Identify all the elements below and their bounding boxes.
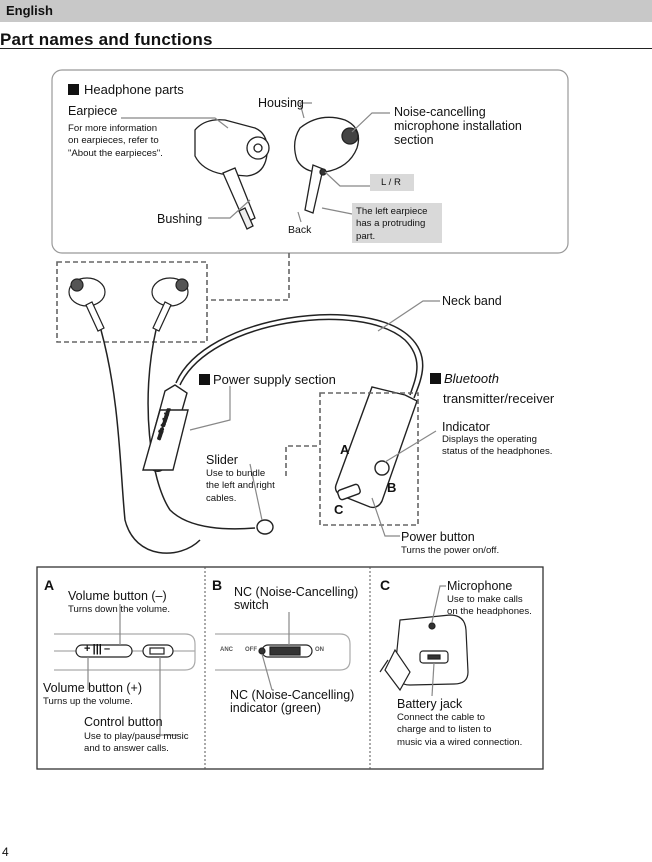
left-note-badge bbox=[352, 203, 442, 243]
callout-c: C bbox=[334, 502, 344, 517]
panel-b-device bbox=[215, 633, 351, 671]
lr-badge bbox=[370, 174, 414, 191]
earpiece-front-drawing bbox=[194, 119, 270, 230]
power-button-label: Power button bbox=[401, 530, 475, 544]
battery-jack-label: Battery jack bbox=[397, 697, 463, 711]
page-number: 4 bbox=[2, 845, 9, 859]
bushing-label: Bushing bbox=[157, 212, 203, 226]
control-button-desc: Use to play/pause music and to answer ca… bbox=[84, 731, 189, 755]
leader-lines-top bbox=[121, 102, 390, 223]
power-supply-label: Power supply section bbox=[199, 372, 336, 388]
panel-c-letter: C bbox=[380, 577, 391, 593]
back-label: Back bbox=[288, 224, 312, 236]
volume-minus-label: Volume button (–) bbox=[68, 589, 167, 603]
indicator-desc: Displays the operating status of the hea… bbox=[442, 434, 553, 458]
heading-square-icon bbox=[68, 84, 79, 95]
bluetooth-unit-drawing bbox=[334, 386, 418, 509]
headphone-parts-box bbox=[51, 69, 569, 254]
volume-plus-desc: Turns up the volume. bbox=[43, 696, 133, 707]
slider-drawing bbox=[256, 519, 274, 535]
battery-jack-desc: Connect the cable to charge and to liste… bbox=[397, 712, 523, 748]
volume-plus-label: Volume button (+) bbox=[43, 681, 143, 695]
language-bar: English bbox=[0, 0, 652, 22]
title-divider bbox=[0, 48, 652, 49]
neck-band-drawing bbox=[175, 313, 424, 399]
slider-desc: Use to bundle the left and right cables. bbox=[206, 468, 275, 504]
nc-mic-section-label: Noise-cancelling microphone installation… bbox=[394, 105, 522, 147]
panel-c-leaders bbox=[431, 585, 446, 697]
nc-indicator-label: NC (Noise-Cancelling) indicator (green) bbox=[230, 688, 355, 716]
earbuds-drawing bbox=[68, 277, 189, 332]
panel-a-leaders bbox=[87, 604, 178, 736]
callout-a: A bbox=[340, 442, 350, 457]
bluetooth-heading: Bluetooth bbox=[430, 371, 499, 387]
bluetooth-subheading: transmitter/receiver bbox=[443, 391, 555, 406]
dashed-connector bbox=[207, 253, 290, 301]
on-label: ON bbox=[315, 647, 324, 653]
indicator-label: Indicator bbox=[442, 420, 490, 434]
microphone-label: Microphone bbox=[447, 579, 513, 593]
panel-b-letter: B bbox=[212, 577, 223, 593]
left-earpiece-note: The left earpiece has a protruding part. bbox=[356, 206, 428, 242]
microphone-desc: Use to make calls on the headphones. bbox=[447, 594, 532, 618]
power-supply-drawing: audio-technica bbox=[142, 384, 189, 473]
nc-switch-label: NC (Noise-Cancelling) switch bbox=[234, 585, 359, 613]
panel-a-letter: A bbox=[44, 577, 55, 593]
panel-a-device bbox=[54, 633, 196, 671]
earpiece-note: For more information on earpieces, refer… bbox=[68, 123, 163, 159]
panel-c-device bbox=[379, 614, 469, 692]
heading-square-icon bbox=[199, 374, 210, 385]
housing-label: Housing bbox=[258, 96, 304, 110]
earpiece-label: Earpiece bbox=[68, 104, 118, 118]
bt-dashed-box bbox=[319, 392, 419, 526]
heading-square-icon bbox=[430, 373, 441, 384]
earbuds-dashed-box bbox=[56, 261, 208, 343]
volume-minus-desc: Turns down the volume. bbox=[68, 604, 171, 615]
panel-b-leaders bbox=[261, 612, 290, 691]
language-label: English bbox=[6, 3, 53, 18]
callout-b: B bbox=[387, 480, 397, 495]
slider-label: Slider bbox=[206, 453, 238, 467]
housing-back-drawing bbox=[293, 116, 360, 214]
anc-label: ANC bbox=[220, 647, 233, 653]
controls-panel-box bbox=[36, 566, 544, 770]
headphone-parts-heading: Headphone parts bbox=[68, 82, 184, 98]
control-button-label: Control button bbox=[84, 715, 163, 729]
slider-dashed-box bbox=[285, 445, 320, 476]
power-button-desc: Turns the power on/off. bbox=[401, 545, 500, 556]
off-label: OFF bbox=[245, 647, 257, 653]
leader-lines-main bbox=[189, 300, 440, 537]
cables-drawing bbox=[100, 329, 256, 554]
neck-band-label: Neck band bbox=[442, 294, 502, 308]
page-title: Part names and functions bbox=[0, 30, 213, 49]
plus-minus-glyphs: + ||| – bbox=[84, 643, 111, 655]
lr-label: L / R bbox=[381, 177, 401, 188]
